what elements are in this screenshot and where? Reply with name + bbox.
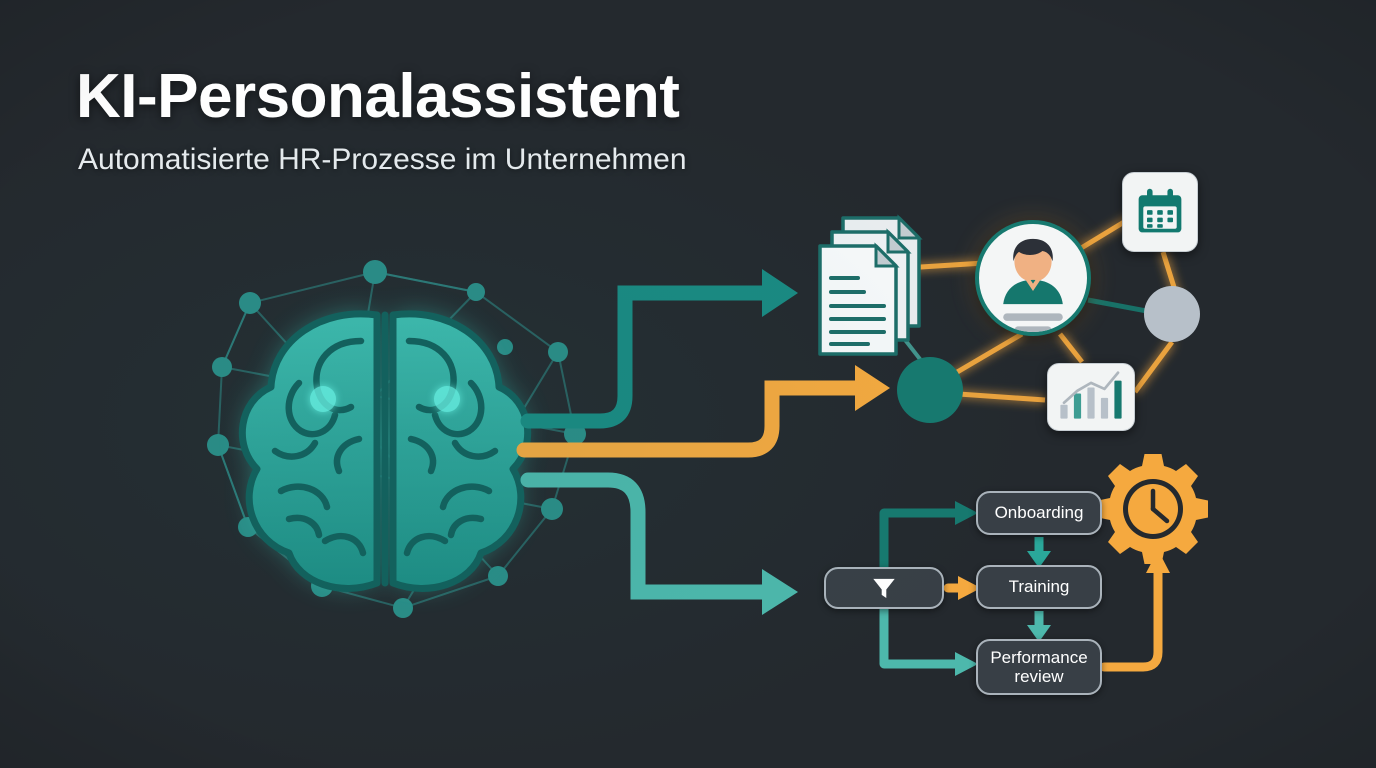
arrow-to-documents xyxy=(520,269,798,429)
workflow-step-onboarding[interactable]: Onboarding xyxy=(976,491,1102,535)
gear-clock-icon xyxy=(1098,454,1208,564)
documents-stack-icon xyxy=(818,214,923,356)
gray-node-circle xyxy=(1144,286,1200,342)
workflow-step-performance-review[interactable]: Performance review xyxy=(976,639,1102,695)
teal-node-circle xyxy=(897,357,963,423)
employee-avatar xyxy=(975,220,1091,336)
calendar-card-icon xyxy=(1122,172,1198,252)
filter-funnel-box[interactable] xyxy=(824,567,944,609)
workflow-step-training[interactable]: Training xyxy=(976,565,1102,609)
workflow-step-label: Onboarding xyxy=(994,503,1084,523)
network-edges xyxy=(904,202,1181,403)
neural-network-nodes xyxy=(207,260,586,618)
filter-funnel-icon xyxy=(873,578,895,598)
avatar-person-icon xyxy=(1003,238,1063,332)
page-title: KI-Personalassistent xyxy=(76,62,680,131)
calendar-icon xyxy=(1138,188,1182,233)
review-line-1: Performance xyxy=(990,647,1088,667)
arrow-to-workflow xyxy=(520,472,798,615)
header-block: KI-Personalassistent Automatisierte HR-P… xyxy=(76,64,976,176)
bar-chart-card-icon xyxy=(1047,363,1135,431)
mini-bar-chart xyxy=(1060,371,1122,419)
arrow-to-network-hub xyxy=(516,365,890,458)
page-subtitle: Automatisierte HR-Prozesse im Unternehme… xyxy=(78,143,687,177)
workflow-step-label: Training xyxy=(1008,577,1070,597)
brain-illustration xyxy=(238,310,532,592)
review-line-2: review xyxy=(1014,667,1064,686)
workflow-step-label: Performance review xyxy=(990,648,1087,686)
workflow-connectors xyxy=(879,501,1170,676)
